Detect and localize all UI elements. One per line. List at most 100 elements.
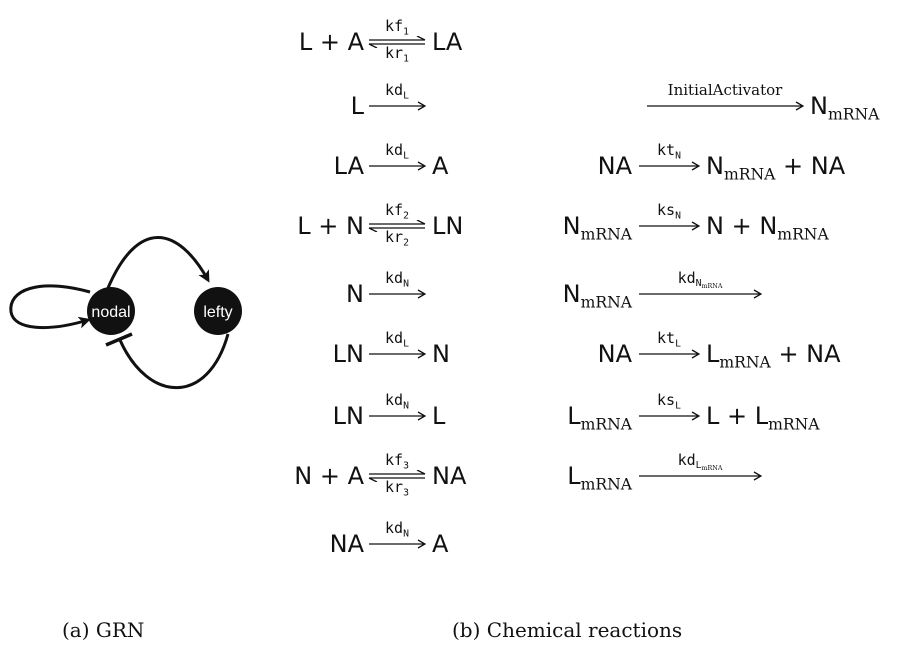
caption-a: (a) GRN bbox=[62, 618, 145, 642]
arrow-with-rate: kdN bbox=[368, 270, 426, 310]
products: N + NmRNA bbox=[706, 212, 829, 242]
rate-constant: kf3 bbox=[385, 451, 409, 472]
rate-constant: ksL bbox=[657, 391, 681, 412]
reaction-arrow bbox=[639, 471, 762, 481]
rate-constant: kdL bbox=[385, 141, 409, 162]
rate-subsubscript: mRNA bbox=[701, 465, 723, 473]
rate-label-top: ktN bbox=[638, 141, 700, 162]
species-subscript: mRNA bbox=[827, 105, 880, 124]
rate-subscript: N bbox=[675, 210, 681, 222]
rate-subscript: 1 bbox=[403, 26, 409, 38]
product-species: NmRNA bbox=[810, 92, 880, 124]
rate-subscript: L bbox=[403, 150, 409, 162]
nodal-to-lefty-activation-edge bbox=[106, 236, 210, 289]
rate-label-top: kdL bbox=[368, 82, 426, 102]
lefty-to-nodal-inhibition-edge bbox=[118, 333, 230, 389]
product-species: L + LmRNA bbox=[706, 402, 820, 434]
rate-subscript: N bbox=[403, 400, 409, 412]
products: NmRNA bbox=[810, 92, 880, 124]
arrow-with-rate: kdL bbox=[368, 330, 426, 370]
rate-constant: kf1 bbox=[385, 17, 409, 38]
rate-label-top: kdN bbox=[368, 391, 426, 412]
reaction-arrow bbox=[639, 161, 700, 171]
rate-constant: kdL bbox=[385, 329, 409, 350]
rate-constant: kr3 bbox=[385, 478, 409, 499]
species-subscript: mRNA bbox=[580, 415, 632, 434]
rate-label-top: kdLmRNA bbox=[638, 451, 762, 473]
reactants: LmRNA bbox=[567, 462, 632, 494]
reactant-species: NmRNA bbox=[562, 280, 632, 312]
arrow-with-rate: ksL bbox=[638, 392, 700, 432]
rate-constant: kdN bbox=[385, 519, 409, 540]
rate-constant: ktN bbox=[657, 141, 681, 162]
arrow-with-rate: kdN bbox=[368, 392, 426, 432]
reaction-arrow bbox=[369, 161, 426, 171]
grn-diagram: nodal lefty bbox=[9, 236, 242, 389]
rate-subscript: N bbox=[675, 150, 681, 162]
reactants: NmRNA bbox=[563, 212, 632, 244]
species-subscript: mRNA bbox=[580, 225, 632, 244]
reactant-species: NA bbox=[597, 152, 632, 180]
products: A bbox=[432, 152, 449, 180]
inhibition-bar bbox=[105, 332, 133, 347]
reactants: L bbox=[350, 92, 364, 120]
products: LmRNA + NA bbox=[706, 340, 841, 372]
species-subscript: mRNA bbox=[723, 165, 776, 184]
rate-subscript: 3 bbox=[403, 487, 409, 499]
rate-label-top: ktL bbox=[638, 329, 700, 350]
rate-label-top: kdNmRNA bbox=[638, 269, 762, 291]
rate-subscript: L bbox=[675, 338, 681, 350]
products: LA bbox=[432, 28, 463, 56]
rate-subscript: 2 bbox=[403, 210, 409, 222]
rate-constant: kr2 bbox=[385, 228, 409, 249]
rate-label-bottom: kr3 bbox=[368, 478, 426, 499]
reaction-arrow bbox=[369, 411, 426, 421]
reaction-arrow bbox=[639, 411, 700, 421]
nodal-node bbox=[87, 287, 135, 335]
species-subscript: mRNA bbox=[580, 475, 632, 494]
rate-subscript: NmRNA bbox=[695, 278, 723, 291]
rate-constant: kf2 bbox=[385, 201, 409, 222]
lefty-node-label: lefty bbox=[203, 304, 232, 321]
arrow-with-rate: kf3 kr3 bbox=[368, 451, 426, 499]
arrow-with-rate: kdLmRNA bbox=[638, 452, 762, 492]
rate-subscript: LmRNA bbox=[695, 460, 723, 473]
arrow-with-rate: ktL bbox=[638, 330, 700, 370]
lefty-node bbox=[194, 287, 242, 335]
rate-constant: kdN bbox=[385, 391, 409, 412]
rate-subscript: N bbox=[403, 278, 409, 290]
arrow-with-rate: ksN bbox=[638, 202, 700, 242]
rate-constant: kdLmRNA bbox=[677, 451, 723, 473]
reaction-arrow bbox=[369, 101, 426, 111]
arrow-with-rate: kdN bbox=[368, 520, 426, 560]
reactants: LA bbox=[333, 152, 364, 180]
rate-constant: ktL bbox=[657, 329, 681, 350]
reaction-arrow bbox=[639, 349, 700, 359]
rate-constant: kdNmRNA bbox=[677, 269, 723, 291]
products: L + LmRNA bbox=[706, 402, 820, 434]
rate-subscript: 1 bbox=[403, 53, 409, 65]
product-species: LmRNA + NA bbox=[706, 340, 841, 372]
initial-activator-label: InitialActivator bbox=[667, 81, 783, 99]
reversible-arrow bbox=[368, 36, 426, 48]
reactant-species: LmRNA bbox=[567, 462, 632, 494]
products: LN bbox=[432, 212, 464, 240]
reactants: NA bbox=[329, 530, 364, 558]
reactants: LN bbox=[332, 340, 364, 368]
rate-subscript: L bbox=[403, 90, 409, 102]
reaction-row: LA kdL A bbox=[0, 142, 520, 182]
caption-b: (b) Chemical reactions bbox=[452, 618, 683, 642]
species-subscript: mRNA bbox=[580, 293, 632, 312]
reaction-arrow bbox=[647, 101, 804, 111]
products: L bbox=[432, 402, 446, 430]
species-subscript: mRNA bbox=[768, 415, 820, 434]
rate-constant: kr1 bbox=[385, 44, 409, 65]
